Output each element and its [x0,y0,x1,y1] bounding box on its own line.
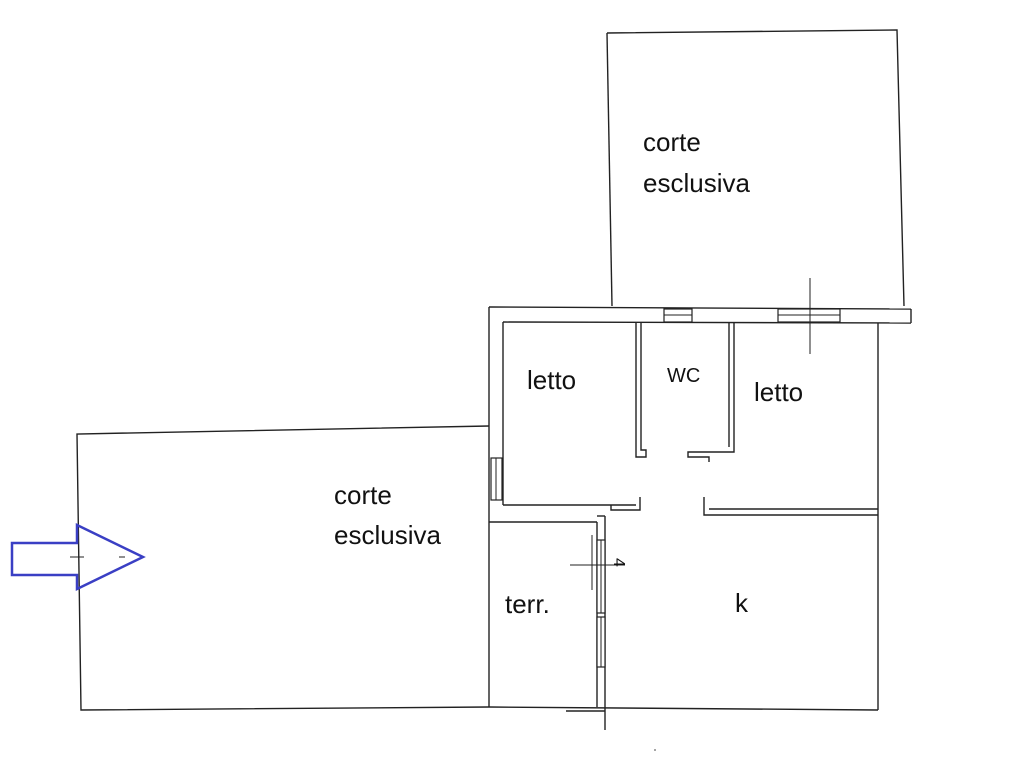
terrace-openings [570,535,625,668]
label-corte-top-1: corte [643,127,701,157]
label-letto-left: letto [527,365,576,395]
stray-mark [654,749,656,751]
label-wc: WC [667,365,700,387]
label-corte-top-2: esclusiva [643,168,750,198]
entrance-arrow-icon [10,523,146,591]
exterior-walls [488,306,912,712]
stair-mark: 4 [610,558,627,567]
interior-walls [489,323,878,730]
corte-top-outline [606,29,905,307]
label-terr: terr. [505,589,550,619]
windows [490,278,841,501]
label-k: k [735,588,749,618]
label-corte-left-2: esclusiva [334,520,441,550]
label-corte-left-1: corte [334,480,392,510]
label-letto-right: letto [754,377,803,407]
corte-left-outline [76,425,490,711]
